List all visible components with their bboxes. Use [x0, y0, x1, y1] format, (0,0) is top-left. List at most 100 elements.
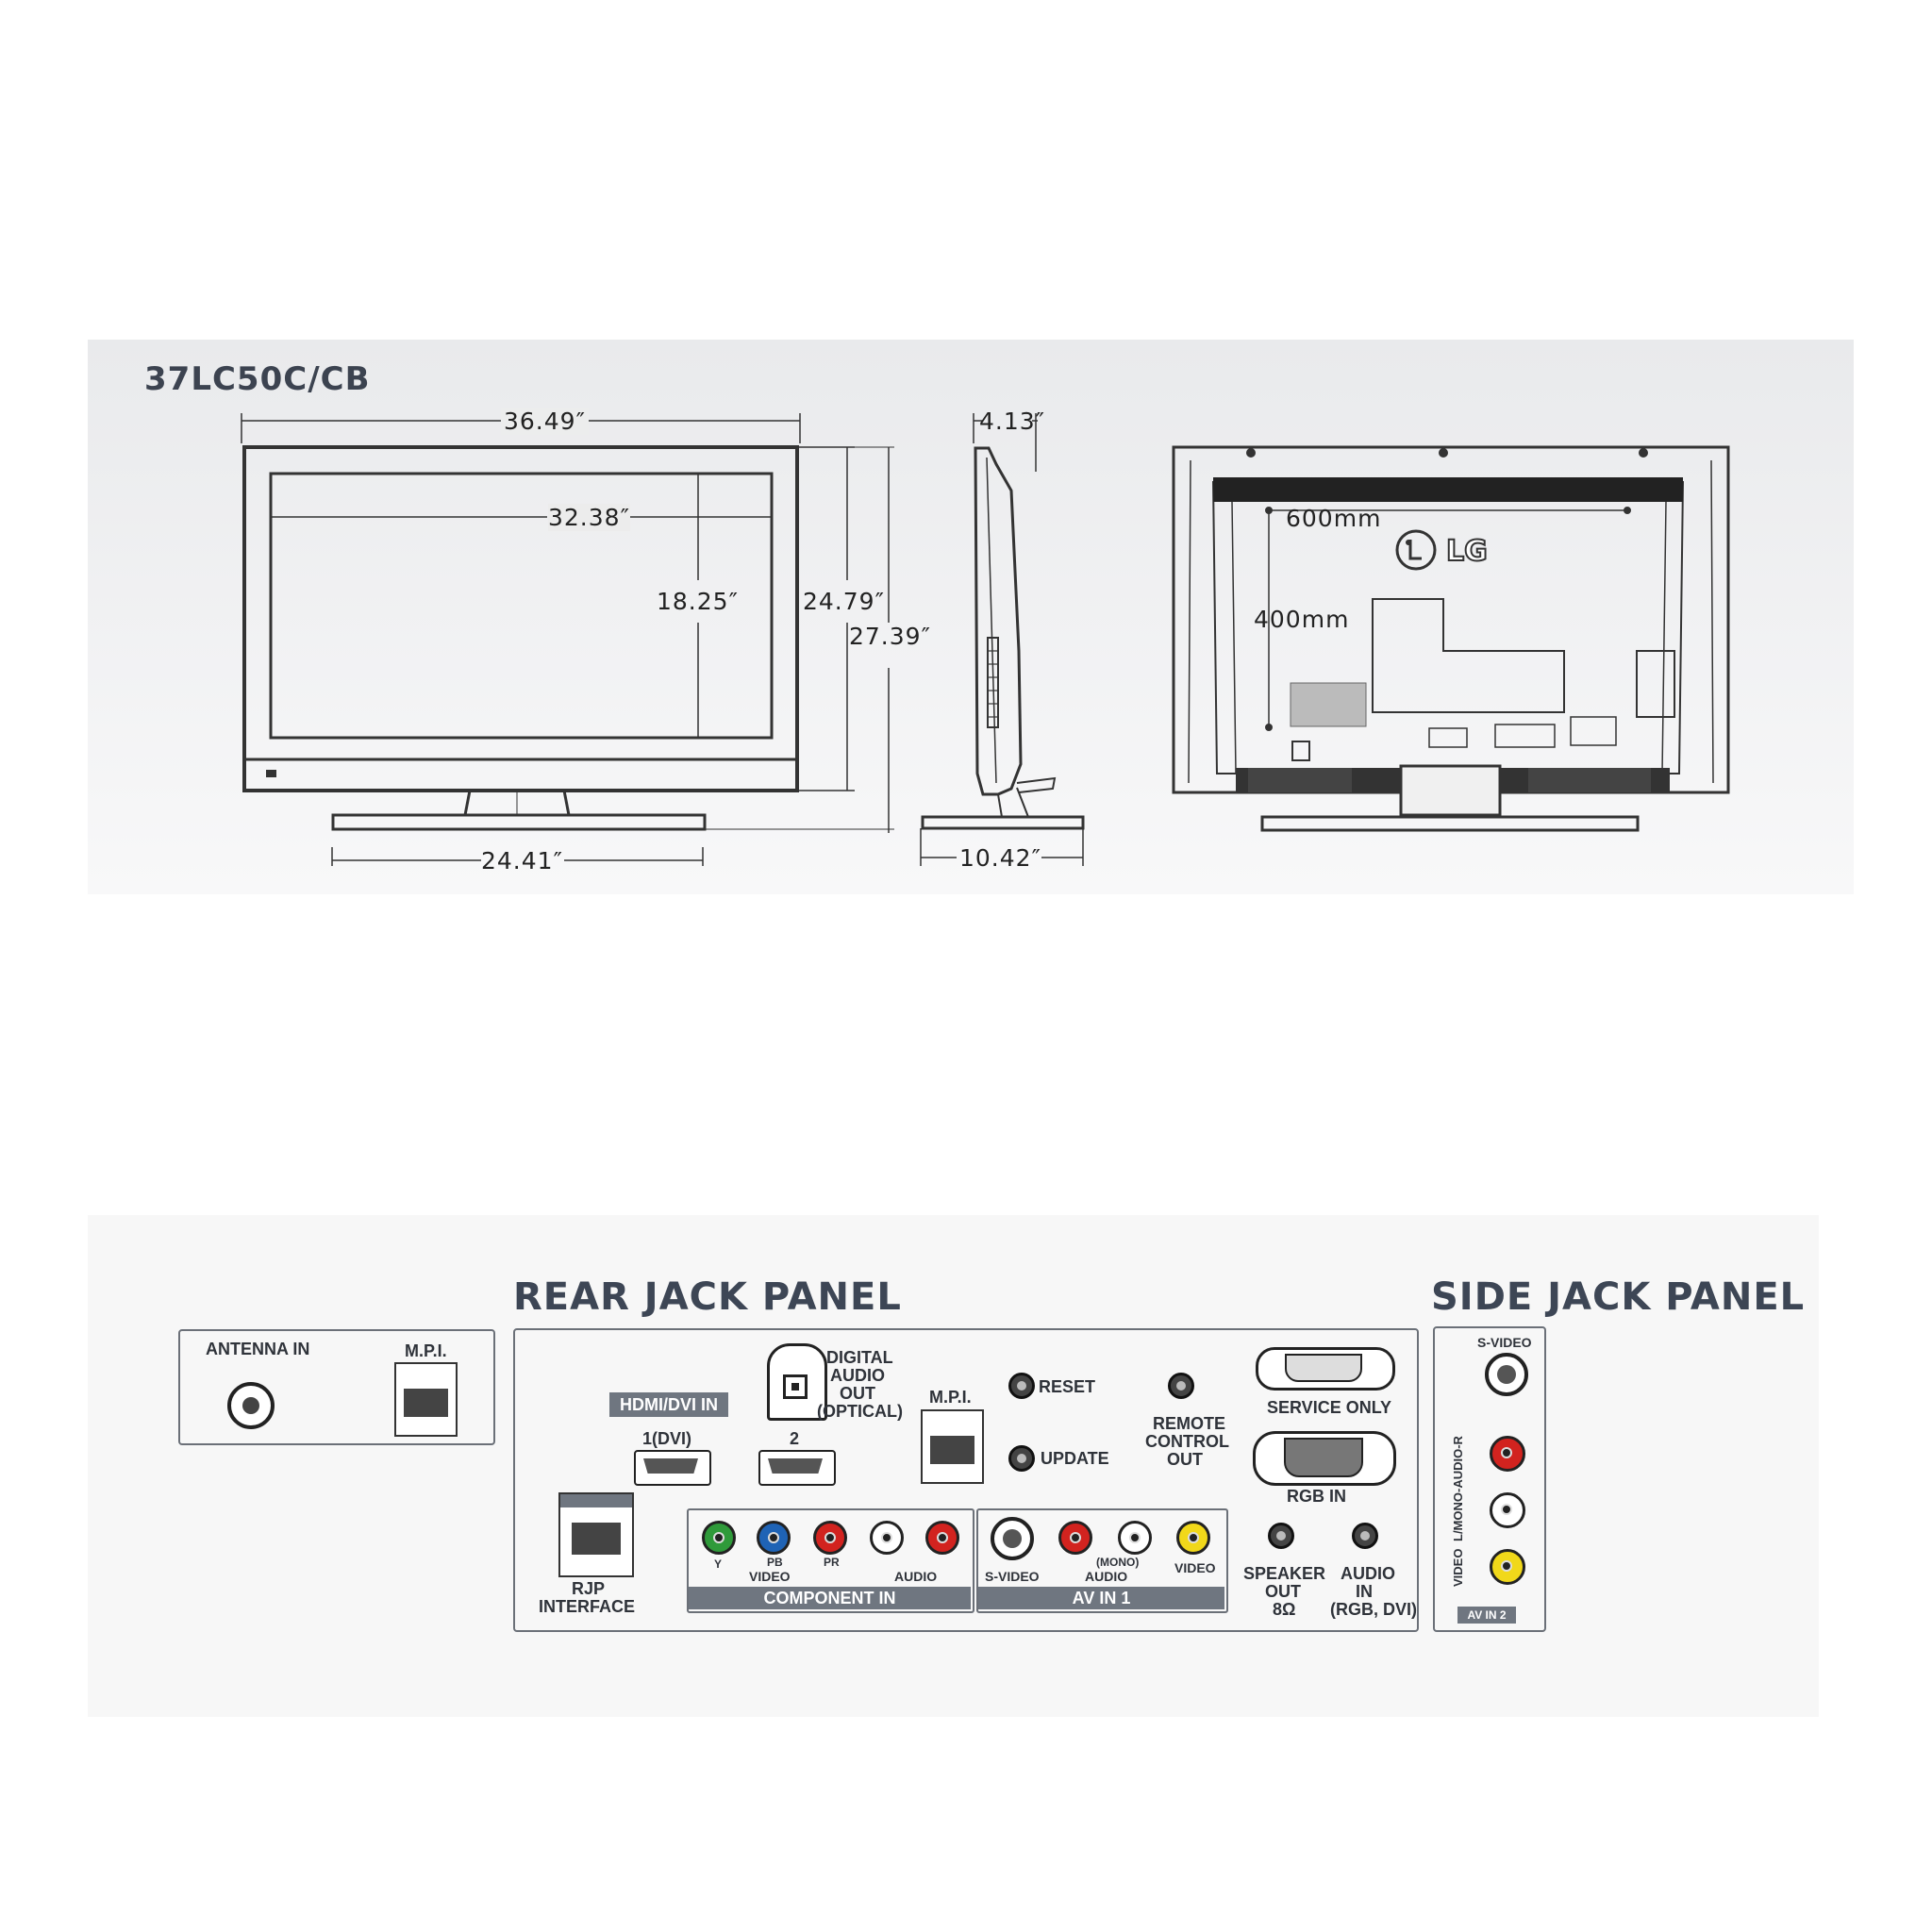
antenna-in-label: ANTENNA IN [206, 1340, 310, 1358]
av1-audio-l-jack[interactable] [1118, 1521, 1152, 1555]
audio-in-line1: AUDIO [1341, 1564, 1395, 1583]
model-number: 37LC50C/CB [144, 360, 371, 398]
lg-logo-icon [1395, 529, 1437, 571]
speaker-line2: OUT [1265, 1582, 1301, 1601]
comp-video-label: VIDEO [749, 1569, 791, 1584]
antenna-in-jack[interactable] [227, 1382, 275, 1429]
av1-video-label: VIDEO [1174, 1560, 1216, 1575]
tv-rear-stand-base [1260, 815, 1640, 832]
mpi-left-jack[interactable] [394, 1362, 458, 1437]
hdmi-port-icon [768, 1458, 823, 1474]
dim-height-with-stand: 27.39″ [849, 623, 931, 650]
tv-stand-base [331, 813, 707, 831]
remote-line1: REMOTE [1153, 1414, 1226, 1433]
rj-port-icon [930, 1436, 974, 1464]
side-video-jack[interactable] [1490, 1549, 1525, 1585]
rjp-line2: INTERFACE [539, 1597, 636, 1616]
side-audio-r-jack[interactable] [1490, 1436, 1525, 1472]
comp-audio-label: AUDIO [894, 1569, 938, 1584]
remote-line2: CONTROL [1145, 1432, 1229, 1451]
hdmi-1-jack[interactable] [634, 1450, 711, 1486]
comp-pr-label: PR [824, 1556, 840, 1569]
dim-depth: 4.13″ [979, 408, 1046, 435]
comp-pb-label: PB [767, 1556, 783, 1569]
audio-in-line2: IN [1356, 1582, 1373, 1601]
hdmi-1-label: 1(DVI) [642, 1429, 692, 1448]
side-video-vertical-label: VIDEO [1451, 1548, 1465, 1587]
digital-audio-line3: OUT [840, 1384, 875, 1403]
hdmi-2-jack[interactable] [758, 1450, 836, 1486]
digital-audio-line1: DIGITAL [826, 1348, 893, 1367]
dim-stand-depth: 10.42″ [959, 844, 1041, 872]
component-y-jack[interactable] [702, 1521, 736, 1555]
rj-port-icon [404, 1389, 448, 1417]
rgb-in-label: RGB IN [1287, 1487, 1346, 1506]
vga-port-icon [1284, 1438, 1363, 1477]
mpi-label: M.P.I. [929, 1388, 972, 1407]
av1-svideo-label: S-VIDEO [985, 1569, 1040, 1584]
hdmi-tag: HDMI/DVI IN [609, 1392, 728, 1417]
service-only-port[interactable] [1256, 1347, 1395, 1391]
dim-screen-height: 18.25″ [657, 588, 739, 615]
digital-audio-line4: (OPTICAL) [817, 1402, 903, 1421]
speaker-out-jack[interactable] [1268, 1523, 1294, 1549]
dim-stand-width: 24.41″ [481, 847, 563, 874]
update-button[interactable] [1008, 1445, 1035, 1472]
svideo-port-icon [1003, 1529, 1022, 1548]
side-audio-l-jack[interactable] [1490, 1492, 1525, 1528]
tv-front-screen [269, 472, 774, 740]
optical-jack[interactable] [767, 1343, 827, 1421]
dim-height-no-stand: 24.79″ [803, 588, 885, 615]
av-in-1-tag: AV IN 1 [978, 1587, 1224, 1609]
tv-front-bezel [242, 445, 799, 792]
mpi-jack[interactable] [921, 1409, 984, 1484]
service-only-label: SERVICE ONLY [1267, 1398, 1392, 1417]
rgb-in-port[interactable] [1253, 1431, 1396, 1486]
coax-center-icon [242, 1397, 259, 1414]
audio-in-rgb-dvi-jack[interactable] [1352, 1523, 1378, 1549]
rjp-interface-jack[interactable] [558, 1492, 634, 1577]
lg-brand-text: LG [1446, 535, 1488, 568]
rear-panel-heading: REAR JACK PANEL [513, 1275, 902, 1319]
component-pb-jack[interactable] [757, 1521, 791, 1555]
comp-y-label: Y [714, 1557, 723, 1571]
dim-width-overall: 36.49″ [501, 408, 589, 435]
component-audio-r-jack[interactable] [925, 1521, 959, 1555]
component-audio-l-jack[interactable] [870, 1521, 904, 1555]
db9-port-icon [1285, 1354, 1362, 1382]
digital-audio-line2: AUDIO [830, 1366, 885, 1385]
svideo-port-icon [1497, 1365, 1516, 1384]
optical-port-icon [783, 1374, 808, 1399]
rjp-line1: RJP [572, 1579, 606, 1598]
remote-control-jack[interactable] [1168, 1373, 1194, 1399]
dim-vesa-vertical: 400mm [1254, 606, 1350, 633]
speaker-line1: SPEAKER [1243, 1564, 1326, 1583]
speaker-line3: 8Ω [1273, 1600, 1296, 1619]
av1-audio-label: AUDIO [1085, 1569, 1128, 1584]
hdmi-2-label: 2 [790, 1429, 800, 1448]
side-svideo-label: S-VIDEO [1477, 1335, 1532, 1350]
reset-label: RESET [1039, 1377, 1096, 1396]
reset-button[interactable] [1008, 1373, 1035, 1399]
av1-video-jack[interactable] [1176, 1521, 1210, 1555]
side-audio-vertical-label: L/MONO-AUDIO-R [1451, 1436, 1465, 1541]
hdmi-port-icon [643, 1458, 698, 1474]
component-in-tag: COMPONENT IN [689, 1587, 971, 1609]
tv-stand-neck [463, 790, 472, 816]
component-pr-jack[interactable] [813, 1521, 847, 1555]
av1-mono-label: (MONO) [1096, 1556, 1140, 1569]
side-panel-heading: SIDE JACK PANEL [1431, 1275, 1806, 1319]
mpi-left-label: M.P.I. [405, 1341, 447, 1360]
dim-vesa-horizontal: 600mm [1286, 505, 1382, 532]
tv-side-stand-base [921, 815, 1085, 830]
tv-rear-io-cutout [1372, 598, 1565, 713]
remote-line3: OUT [1167, 1450, 1203, 1469]
rj-port-icon [572, 1523, 621, 1555]
audio-in-line3: (RGB, DVI) [1330, 1600, 1417, 1619]
av1-svideo-jack[interactable] [991, 1517, 1034, 1560]
tv-side-profile [974, 446, 1023, 796]
av1-audio-r-jack[interactable] [1058, 1521, 1092, 1555]
update-label: UPDATE [1041, 1449, 1109, 1468]
side-svideo-jack[interactable] [1485, 1353, 1528, 1396]
